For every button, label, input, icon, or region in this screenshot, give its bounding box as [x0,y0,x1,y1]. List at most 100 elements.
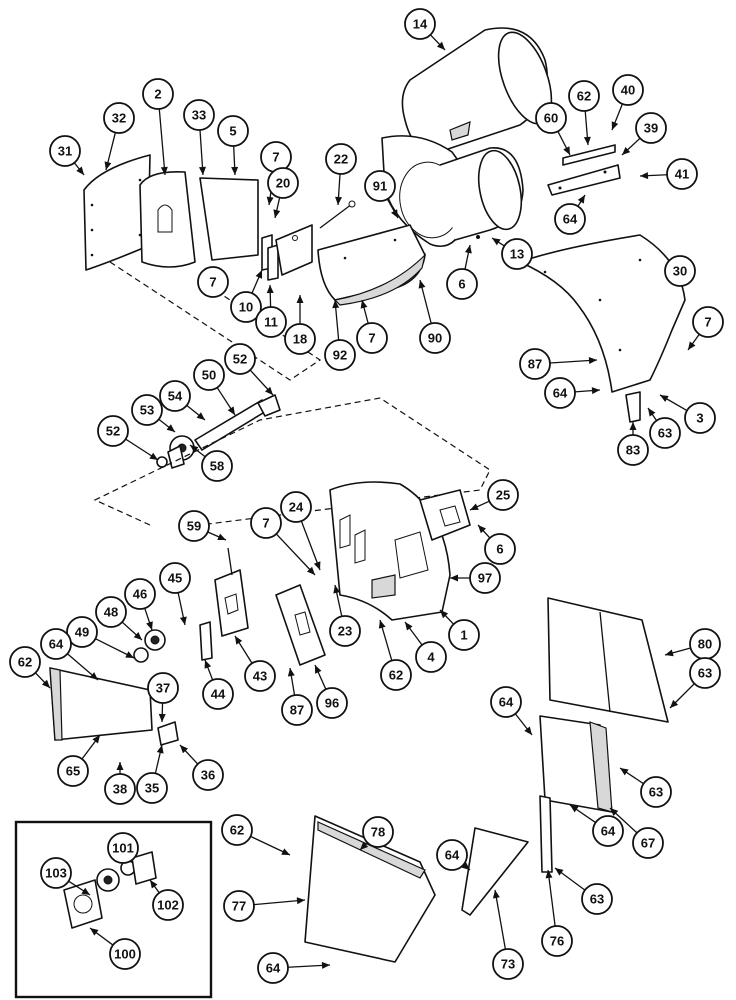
leader-arrowhead [158,713,166,722]
part-25-bracket [419,489,471,541]
leader-arrowhead [180,745,189,754]
callout-circle [230,291,262,323]
leader-arrowhead [313,561,321,570]
leader-arrowhead [660,395,669,403]
callout-59: 59 [178,510,210,542]
callout-7: 7 [692,306,724,338]
callout-49: 49 [66,616,98,648]
leader-arrowhead [81,887,90,895]
callout-54: 54 [159,380,191,412]
leader-arrowhead [405,622,413,631]
leader-arrowhead [90,928,99,936]
leader-arrowhead [611,121,619,130]
leader-arrowhead [391,209,398,218]
callout-number: 59 [187,519,201,534]
callout-number: 31 [58,144,72,159]
leader-arrowhead [281,848,290,855]
callout-number: 96 [325,696,339,711]
callout-number: 24 [289,500,304,515]
callout-number: 52 [233,352,247,367]
callout-circle [193,359,225,391]
callout-number: 25 [496,488,510,503]
callout-number: 11 [264,315,278,330]
callout-circle [490,686,522,718]
callout-62: 62 [568,80,600,112]
leader-arrowhead [160,166,168,175]
callout-circle [635,112,667,144]
leader-arrowhead [149,452,158,460]
callout-circle [535,102,567,134]
callout-number: 40 [621,83,635,98]
callout-number: 50 [202,368,216,383]
callout-circle [103,102,135,134]
callout-circle [202,678,234,710]
callout-circle [57,755,89,787]
callout-circle [666,158,698,190]
leader-arrowhead [150,880,158,889]
callout-number: 87 [528,357,542,372]
leader-arrowhead [610,808,619,816]
leader-arrowhead [588,357,597,365]
callout-30: 30 [664,255,696,287]
callout-63: 63 [689,657,721,689]
callout-6: 6 [446,268,478,300]
callout-64: 64 [490,686,522,718]
leader-arrowhead [198,166,206,175]
callout-number: 46 [133,587,147,602]
callout-circle [250,507,282,539]
callout-number: 62 [389,668,403,683]
leader-arrowhead [227,406,235,415]
leader-arrowhead [156,745,164,754]
callout-circle [201,450,233,482]
leader-arrowhead [287,668,295,677]
callout-32: 32 [103,102,135,134]
callout-number: 64 [49,637,64,652]
callout-circle [255,306,287,338]
parts-46-48-49-bearing [133,629,166,663]
callout-3: 3 [684,402,716,434]
callout-circle [419,322,451,354]
callout-number: 58 [210,459,224,474]
callout-58: 58 [201,450,233,482]
callout-circle [147,672,179,704]
leader-arrowhead [296,295,304,303]
callout-circle [159,562,191,594]
leader-arrowhead [333,585,341,594]
callout-number: 18 [293,332,307,347]
callout-67: 67 [632,827,664,859]
leader-arrowhead [461,862,470,870]
callout-circle [257,952,289,984]
dashed-outline-lower [93,397,491,526]
leader-arrowhead [670,699,679,708]
leader-arrowhead [478,525,486,534]
callout-38: 38 [104,773,136,805]
callout-100: 100 [109,938,141,970]
callout-circle [316,687,348,719]
callout-circle [632,827,664,859]
callout-circle [183,99,215,131]
callout-number: 60 [544,111,558,126]
callout-number: 90 [428,331,442,346]
callout-102: 102 [152,889,184,921]
callout-circle [95,596,127,628]
callout-90: 90 [419,322,451,354]
callout-number: 30 [673,264,687,279]
callout-1: 1 [448,619,480,651]
callout-number: 64 [445,848,460,863]
callout-number: 77 [232,899,246,914]
part-60-39-bar-assembly [547,144,621,196]
leader-arrowhead [470,503,479,510]
callout-number: 80 [698,637,712,652]
callout-101: 101 [107,832,139,864]
callout-83: 83 [617,434,649,466]
callout-number: 45 [168,571,182,586]
leader-arrowhead [321,961,330,969]
leader-line-77 [253,899,306,906]
leader-arrowhead [266,196,274,205]
callout-number: 62 [230,823,244,838]
leader-arrowhead [104,161,112,170]
callout-97: 97 [469,562,501,594]
callout-44: 44 [202,678,234,710]
callout-24: 24 [280,491,312,523]
leader-arrowhead [591,387,600,395]
